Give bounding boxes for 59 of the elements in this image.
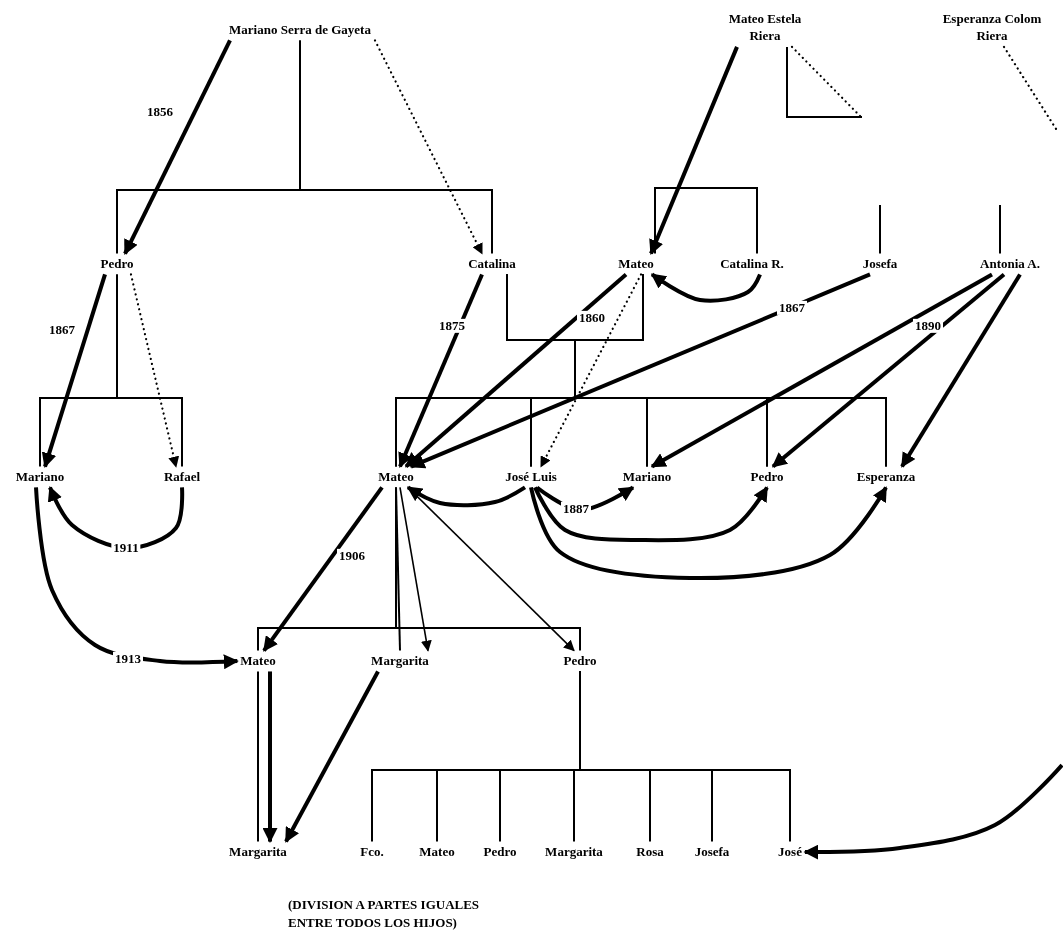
person-name: José Luis [505,468,557,486]
person-name: Mariano Serra de Gayeta [229,21,371,39]
note-text: (DIVISION A PARTES IGUALES ENTRE TODOS LOS HIJOS) [288,896,481,932]
person-name: Josefa [694,843,730,861]
person-name: Catalina [468,255,516,273]
family-line [257,670,259,843]
arrow [900,273,1022,468]
family-line [299,39,493,255]
family-line [574,273,887,468]
family-line [879,204,881,255]
arrow [649,46,739,255]
person-name: Margarita [229,843,287,861]
person-name: Mariano [622,468,672,486]
dotted-arrow [373,39,484,255]
arrow [262,671,278,844]
person-name: Mateo [618,255,654,273]
person-name: Pedro [483,843,517,861]
arrow [650,272,993,469]
person-name: Pedro [750,468,784,486]
arrow [399,486,432,652]
family-line [654,187,713,255]
person-name: Mateo [419,843,455,861]
family-line [711,187,758,255]
person-name: Catalina R. [720,255,784,273]
person-name: Margarita [371,652,429,670]
year-label: 1867 [777,300,807,316]
person-name: Mariano [15,468,65,486]
person-name: Josefa [862,255,898,273]
person-name: Esperanza Colom Riera [936,11,1048,45]
arrow [398,273,484,468]
person-name: Fco. [360,843,384,861]
person-name: Antonia A. [980,255,1040,273]
arrow [41,273,107,468]
person-name: José [778,843,802,861]
arrow [650,272,762,303]
arrow [409,272,871,469]
person-name: Pedro [563,652,597,670]
family-line [116,273,183,468]
year-label: 1875 [437,318,467,334]
arrow [123,39,232,255]
year-label: 1890 [913,318,943,334]
person-name: Mateo Estela Riera [719,11,811,45]
arrow [406,485,527,508]
person-name: Mateo [378,468,414,486]
arrow [284,670,380,843]
person-name: Margarita [545,843,603,861]
arrow [803,763,1063,860]
family-line [579,670,791,843]
arrow [771,272,1006,469]
dotted-arrow [129,273,180,468]
person-name: Pedro [100,255,134,273]
person-name: Rafael [163,468,201,486]
arrow [533,486,769,543]
arrow [34,487,239,670]
arrow [529,486,888,581]
person-name: Mateo [240,652,276,670]
family-line [999,204,1001,255]
person-name: Rosa [636,843,664,861]
person-name: Esperanza [856,468,916,486]
